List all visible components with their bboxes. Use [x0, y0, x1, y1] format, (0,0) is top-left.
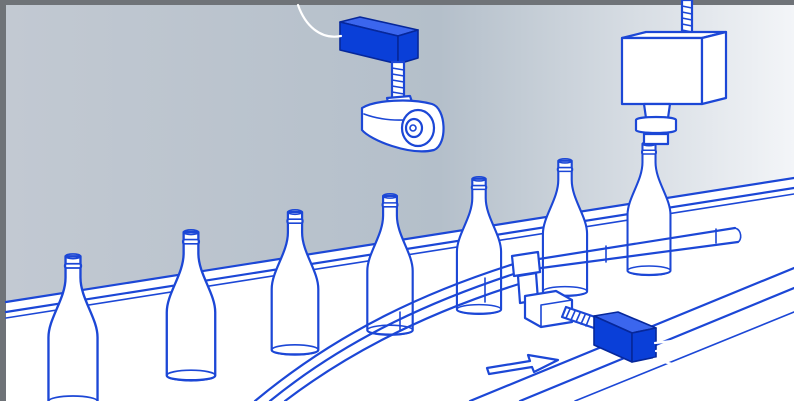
capper-rod	[682, 0, 692, 36]
